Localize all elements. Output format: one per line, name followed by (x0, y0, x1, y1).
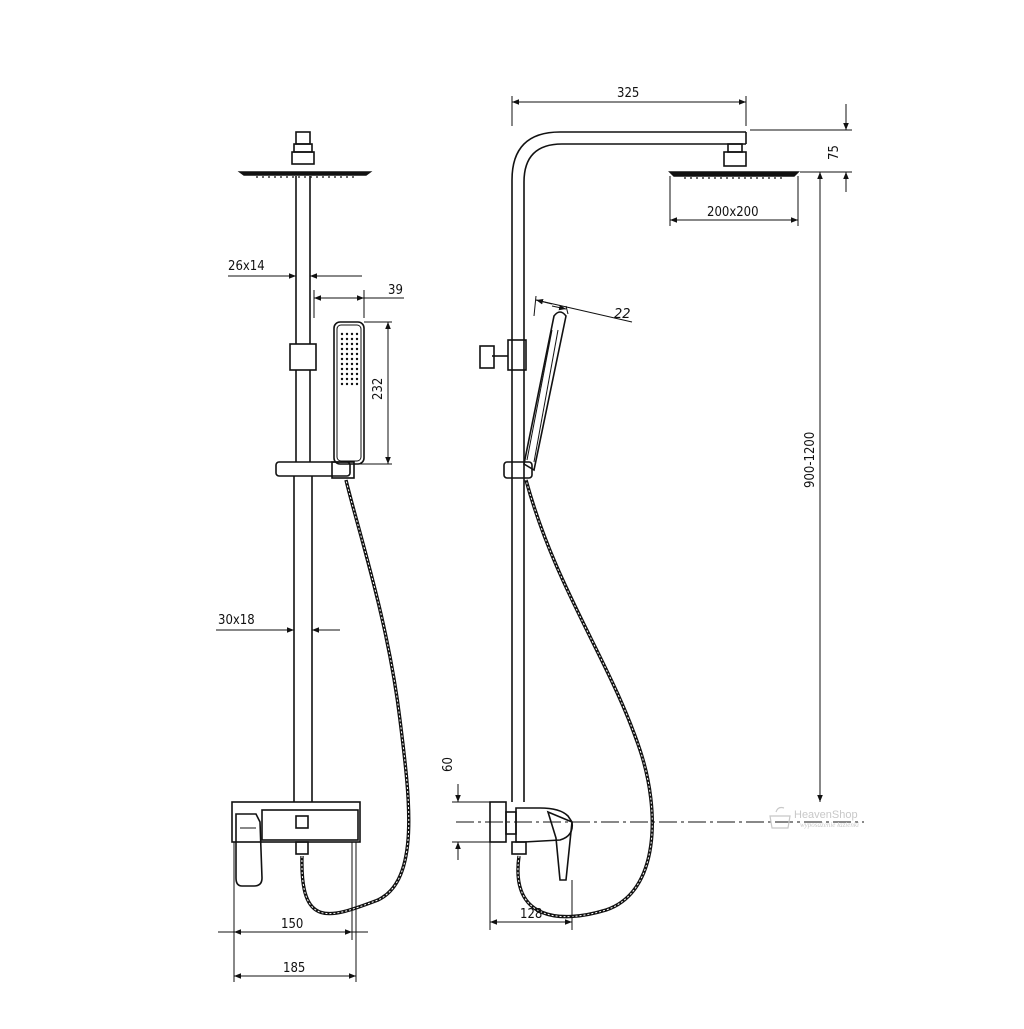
dim-head-drop: 75 (827, 145, 842, 160)
dim-mixer-height: 60 (441, 757, 456, 772)
dim-handshower-length: 232 (371, 378, 386, 400)
side-rain-head (668, 171, 800, 177)
nozzle-dot (350, 342, 354, 346)
nozzle-dot (350, 347, 354, 351)
front-handshower (333, 321, 365, 465)
dim-column-height: 900-1200 (803, 432, 818, 488)
front-mixer-lever (235, 813, 263, 887)
side-clamp (507, 339, 527, 371)
nozzle-dot (345, 352, 349, 356)
dim-mixer-depth: 128 (520, 907, 542, 922)
front-hose (300, 479, 411, 916)
nozzle-dot (340, 332, 344, 336)
nozzle-dot (345, 342, 349, 346)
nozzle-dot (340, 337, 344, 341)
front-head-swivel (291, 151, 315, 165)
side-column-inner (523, 143, 746, 802)
dim-handshower-width: 39 (388, 283, 403, 298)
nozzle-dot (350, 382, 354, 386)
watermark-subtitle: wyposażenie łazienki (800, 821, 859, 829)
front-handshower-nozzles (340, 332, 359, 386)
front-clamp (289, 343, 317, 371)
nozzle-dot (340, 362, 344, 366)
nozzle-dot (345, 357, 349, 361)
nozzle-dot (355, 357, 359, 361)
nozzle-dot (355, 352, 359, 356)
side-handshower (523, 311, 567, 472)
side-head-nut (727, 143, 743, 153)
side-hose-connector (511, 841, 527, 855)
nozzle-dot (355, 367, 359, 371)
nozzle-dot (350, 357, 354, 361)
nozzle-dot (340, 372, 344, 376)
front-top-nut (293, 143, 313, 153)
nozzle-dot (355, 377, 359, 381)
side-mixer-lever (546, 810, 573, 881)
front-dimensions (216, 273, 404, 982)
nozzle-dot (350, 352, 354, 356)
dim-handshower-angle: 22 (614, 307, 631, 322)
nozzle-dot (340, 352, 344, 356)
front-view (231, 131, 411, 916)
side-slider-holder (503, 461, 533, 479)
nozzle-dot (350, 362, 354, 366)
dim-arm-reach: 325 (617, 86, 639, 101)
side-view (479, 131, 800, 919)
nozzle-dot (345, 367, 349, 371)
front-top-connector (295, 131, 311, 145)
side-dimensions (452, 96, 864, 930)
nozzle-dot (340, 357, 344, 361)
nozzle-dot (345, 347, 349, 351)
watermark-title: HeavenShop (794, 809, 858, 821)
nozzle-dot (350, 377, 354, 381)
dim-head-size: 200x200 (707, 205, 759, 220)
nozzle-dot (355, 332, 359, 336)
front-hose-connector (295, 841, 309, 855)
watermark: HeavenShop wyposażenie łazienki (769, 806, 859, 829)
side-mixer-body (515, 807, 574, 843)
nozzle-dot (355, 342, 359, 346)
nozzle-dot (345, 372, 349, 376)
side-head-swivel (723, 151, 747, 167)
front-rain-head (237, 171, 373, 176)
nozzle-dot (355, 347, 359, 351)
side-column-outer (511, 131, 746, 802)
nozzle-dot (340, 342, 344, 346)
front-mixer-inner (261, 809, 359, 841)
side-clamp-knob (479, 345, 495, 369)
dim-lower-pipe: 30x18 (218, 613, 255, 628)
dim-mixer-width: 185 (283, 961, 305, 976)
nozzle-dot (340, 377, 344, 381)
dim-mixer-spacing: 150 (281, 917, 303, 932)
nozzle-dot (345, 377, 349, 381)
nozzle-dot (350, 372, 354, 376)
nozzle-dot (340, 347, 344, 351)
watermark-bath-icon (769, 806, 791, 829)
nozzle-dot (355, 372, 359, 376)
nozzle-dot (345, 362, 349, 366)
nozzle-dot (350, 332, 354, 336)
nozzle-dot (345, 382, 349, 386)
nozzle-dot (355, 362, 359, 366)
nozzle-dot (340, 382, 344, 386)
front-mixer-outlet (295, 815, 309, 829)
nozzle-dot (340, 367, 344, 371)
nozzle-dot (345, 337, 349, 341)
front-slider-holder (275, 461, 351, 477)
side-hose (516, 479, 654, 919)
nozzle-dot (355, 382, 359, 386)
nozzle-dot (355, 337, 359, 341)
front-handshower-neck (331, 461, 355, 479)
nozzle-dot (345, 332, 349, 336)
dim-upper-pipe: 26x14 (228, 259, 265, 274)
nozzle-dot (350, 337, 354, 341)
nozzle-dot (350, 367, 354, 371)
